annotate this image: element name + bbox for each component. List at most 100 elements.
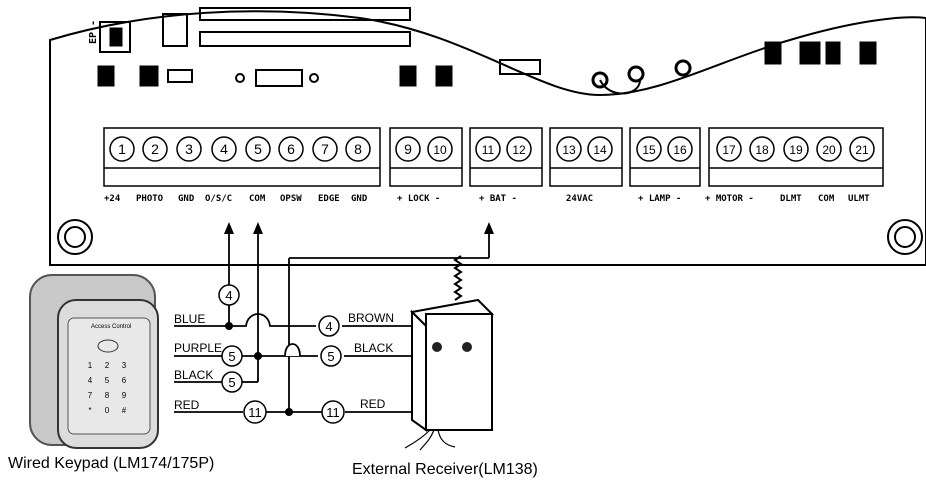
terminal-label-edge: EDGE: [318, 194, 340, 204]
arrow-up-icon: [224, 222, 234, 234]
terminal-label-bat: + BAT -: [479, 194, 517, 204]
wire-label-recv-black: BLACK: [354, 341, 393, 355]
terminal-label-24vac: 24VAC: [566, 194, 593, 204]
terminal-label-gnd: GND: [178, 194, 195, 204]
terminal-circle: [211, 136, 237, 162]
terminal-label-ulmt: ULMT: [848, 194, 870, 204]
keypad-key: 7: [88, 391, 93, 400]
terminal-circle: [716, 136, 742, 162]
wire-marker-numbers: 4 5 5 11 4 5 11: [225, 288, 339, 420]
terminal-number: 16: [673, 143, 687, 157]
terminal-number: 6: [287, 141, 295, 157]
antenna-icon: [453, 255, 463, 301]
terminal-number: 12: [512, 143, 526, 157]
keypad-caption: Wired Keypad (LM174/175P): [8, 455, 214, 472]
terminal-number: 2: [151, 141, 159, 157]
terminal-label-lock: + LOCK -: [397, 194, 440, 204]
terminal-label-motor: + MOTOR -: [705, 194, 754, 204]
terminal-number: 8: [354, 141, 362, 157]
keypad-key: 5: [105, 376, 110, 385]
wire-label-purple: PURPLE: [174, 341, 222, 355]
receiver-led-right: [462, 342, 472, 352]
wire-label-recv-red: RED: [360, 397, 386, 411]
terminal-number: 9: [404, 141, 412, 157]
terminal-number: 19: [789, 143, 803, 157]
arrow-up-icon: [253, 222, 263, 234]
terminal-number: 21: [855, 143, 869, 157]
wires: [174, 225, 490, 413]
keypad-key: #: [122, 406, 127, 415]
terminal-circle: [783, 136, 809, 162]
terminal-label-lamp: + LAMP -: [638, 194, 681, 204]
wire-label-brown: BROWN: [348, 311, 394, 325]
terminal-circle: [278, 136, 304, 162]
terminal-number: 3: [185, 141, 193, 157]
terminal-circle: [849, 136, 875, 162]
keypad-key: 9: [122, 391, 127, 400]
keypad-key: 6: [122, 376, 127, 385]
terminal-number: 20: [822, 143, 836, 157]
keypad-brand: Access Control: [91, 324, 131, 330]
keypad-key: 8: [105, 391, 110, 400]
terminal-circle: [109, 136, 135, 162]
terminal-label-com2: COM: [818, 194, 835, 204]
terminal-label-24: +24: [104, 194, 121, 204]
terminal-circle: [142, 136, 168, 162]
marker-5-black: 5: [228, 375, 235, 390]
terminal-number: 17: [722, 143, 736, 157]
keypad-key: *: [88, 406, 91, 415]
keypad-key: 3: [122, 361, 127, 370]
wire-label-blue: BLUE: [174, 312, 205, 326]
mounting-hole-right: [887, 219, 923, 255]
board-components: [97, 7, 877, 95]
keypad-key: 0: [105, 406, 110, 415]
keypad-image: Access Control 1 2 3 4 5 6 7 8 9 * 0 #: [29, 274, 159, 449]
terminal-number: 11: [482, 143, 495, 157]
terminal-label-com: COM: [249, 194, 266, 204]
terminal-number: 7: [321, 141, 329, 157]
wire-label-red: RED: [174, 398, 200, 412]
terminal-number: 13: [562, 143, 576, 157]
terminal-circle: [245, 136, 271, 162]
terminal-circle: [312, 136, 338, 162]
marker-5-purple: 5: [228, 349, 235, 364]
terminal-number: 10: [433, 143, 447, 157]
keypad-key: 1: [88, 361, 93, 370]
terminal-label-dlmt: DLMT: [780, 194, 802, 204]
terminal-blocks: [103, 127, 884, 187]
terminal-number: 5: [254, 141, 262, 157]
receiver-led-left: [432, 342, 442, 352]
keypad-key: 4: [88, 376, 93, 385]
terminal-number: 4: [220, 141, 228, 157]
terminal-circle: [816, 136, 842, 162]
terminal-circle: [636, 136, 662, 162]
terminal-circle: [427, 136, 453, 162]
terminal-label-opsw: OPSW: [280, 194, 302, 204]
terminal-circle: [345, 136, 371, 162]
terminal-circle: [176, 136, 202, 162]
terminal-number: 15: [642, 143, 656, 157]
terminal-circle: [587, 136, 613, 162]
terminal-arrows: [224, 222, 494, 234]
keypad-keys: 1 2 3 4 5 6 7 8 9 * 0 #: [88, 361, 127, 415]
wire-label-black: BLACK: [174, 368, 213, 382]
terminal-circle: [556, 136, 582, 162]
terminal-number: 18: [755, 143, 769, 157]
marker-5-recv-black: 5: [327, 349, 334, 364]
marker-4-brown: 4: [325, 319, 332, 334]
receiver-caption: External Receiver(LM138): [352, 461, 538, 478]
terminal-labels: +24 PHOTO GND O/S/C COM OPSW EDGE GND + …: [104, 194, 870, 204]
terminal-circle: [749, 136, 775, 162]
board-edge-text: EP -: [88, 20, 99, 44]
terminal-circle: [395, 136, 421, 162]
terminal-label-gnd2: GND: [351, 194, 368, 204]
receiver-image: [404, 255, 495, 451]
wire-color-labels: BLUE PURPLE BLACK RED BROWN BLACK RED: [174, 311, 394, 412]
terminal-label-osc: O/S/C: [205, 194, 232, 204]
arrow-up-icon: [484, 222, 494, 234]
terminal-number: 14: [593, 143, 607, 157]
mounting-hole-left: [57, 219, 93, 255]
keypad-key: 2: [105, 361, 110, 370]
